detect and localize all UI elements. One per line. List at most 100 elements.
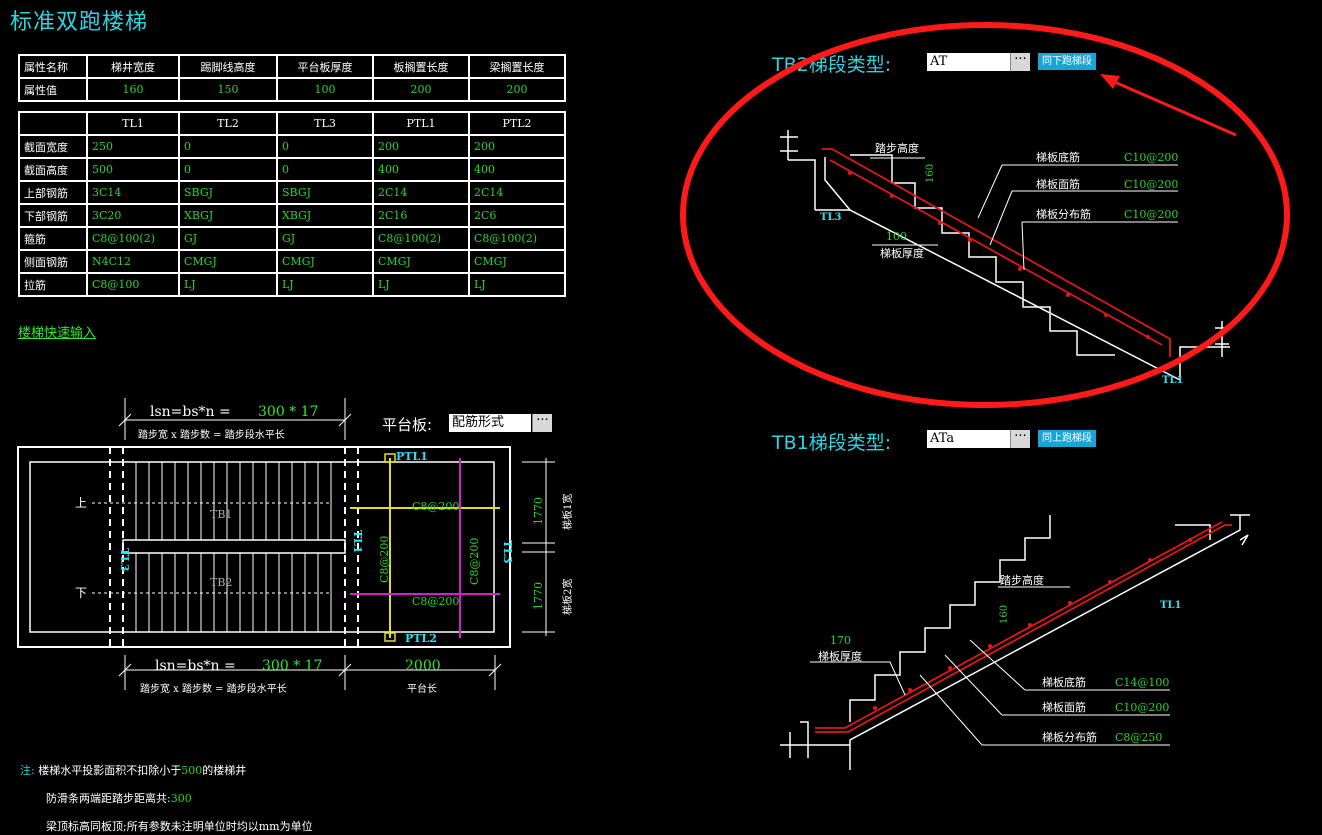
tb2-dist-rebar-value[interactable]: C10@200 xyxy=(1124,208,1178,221)
rebar-label: C8@200 xyxy=(412,500,459,513)
tb2-right-beam-label: TL1 xyxy=(1162,375,1183,386)
platform-label: 平台板: xyxy=(382,416,433,434)
tl3-left-label: TL3 xyxy=(118,548,131,572)
beam-cell[interactable]: 200 xyxy=(468,134,566,159)
beam-cell[interactable]: CMGJ xyxy=(276,249,374,274)
tb1-type-select[interactable]: ATa xyxy=(927,430,1012,448)
beam-cell[interactable]: LJ xyxy=(276,272,374,297)
attr-value-cell[interactable]: 100 xyxy=(276,77,374,102)
attr-value-cell[interactable]: 200 xyxy=(468,77,566,102)
tb2-section-drawing: 踏步高度 160 梯板底筋 C10@200 梯板面筋 C10@200 梯板分布筋… xyxy=(780,130,1230,386)
beam-cell[interactable]: 0 xyxy=(276,157,374,182)
beam-cell[interactable]: 2C14 xyxy=(468,180,566,205)
same-as-upper-flight-button[interactable]: 同上跑梯段 xyxy=(1038,430,1096,447)
attr-value-cell[interactable]: 150 xyxy=(178,77,278,102)
tb2-top-rebar-value[interactable]: C10@200 xyxy=(1124,178,1178,191)
beam-cell[interactable]: LJ xyxy=(468,272,566,297)
table-row: 上部钢筋 3C14 SBGJ SBGJ 2C14 2C14 xyxy=(18,180,566,205)
beam-table: TL1 TL2 TL3 PTL1 PTL2 截面宽度 250 0 0 200 2… xyxy=(18,111,566,297)
tb1-bottom-rebar-label: 梯板底筋 xyxy=(1042,675,1086,689)
tb2-type-select[interactable]: AT xyxy=(927,53,1012,71)
beam-cell[interactable]: LJ xyxy=(178,272,278,297)
beam-cell[interactable]: 400 xyxy=(468,157,566,182)
tb2-thickness-label: 梯板厚度 xyxy=(880,246,924,260)
width2-value: 1770 xyxy=(532,582,545,610)
beam-cell[interactable]: 2C6 xyxy=(468,203,566,228)
beam-cell[interactable]: CMGJ xyxy=(372,249,470,274)
beam-header: PTL1 xyxy=(372,111,470,136)
platform-more-button[interactable]: ··· xyxy=(532,414,552,432)
bottom-formula-value: 300 * 17 xyxy=(262,658,322,674)
beam-cell[interactable]: N4C12 xyxy=(86,249,180,274)
top-formula-value: 300 * 17 xyxy=(258,404,318,420)
beam-cell[interactable]: 2C14 xyxy=(372,180,470,205)
row-label: 下部钢筋 xyxy=(18,203,88,228)
platform-length-value: 2000 xyxy=(405,658,441,674)
beam-cell[interactable]: 3C20 xyxy=(86,203,180,228)
same-as-lower-flight-button[interactable]: 同下跑梯段 xyxy=(1038,53,1096,70)
bottom-formula-note: 踏步宽 x 踏步数 = 踏步段水平长 xyxy=(140,682,287,695)
tb2-type-label: TB2梯段类型: xyxy=(772,54,892,76)
tb1-dist-rebar-value[interactable]: C8@250 xyxy=(1115,731,1162,744)
beam-cell[interactable]: CMGJ xyxy=(178,249,278,274)
tb2-type-more-button[interactable]: ··· xyxy=(1010,53,1030,71)
beam-cell[interactable]: C8@100(2) xyxy=(86,226,180,251)
attr-value-cell[interactable]: 200 xyxy=(372,77,470,102)
beam-cell[interactable]: GJ xyxy=(276,226,374,251)
beam-cell[interactable]: 0 xyxy=(178,134,278,159)
tb2-left-beam-label: TL3 xyxy=(820,212,841,223)
tb1-thickness-value[interactable]: 170 xyxy=(830,634,851,647)
beam-cell[interactable]: 0 xyxy=(276,134,374,159)
attr-value-cell[interactable]: 160 xyxy=(86,77,180,102)
tb2-thickness-value[interactable]: 100 xyxy=(886,230,907,243)
beam-cell[interactable]: CMGJ xyxy=(468,249,566,274)
tb1-step-height-value: 160 xyxy=(999,605,1010,624)
beam-cell[interactable]: 500 xyxy=(86,157,180,182)
beam-cell[interactable]: 0 xyxy=(178,157,278,182)
tb1-top-rebar-label: 梯板面筋 xyxy=(1042,700,1086,714)
width1-label: 梯板1宽 xyxy=(561,494,574,530)
beam-cell[interactable]: 3C14 xyxy=(86,180,180,205)
beam-header: TL1 xyxy=(86,111,180,136)
beam-cell[interactable]: C8@100 xyxy=(86,272,180,297)
attribute-table: 属性名称 梯井宽度 踢脚线高度 平台板厚度 板搁置长度 梁搁置长度 属性值 16… xyxy=(18,54,566,102)
row-label: 箍筋 xyxy=(18,226,88,251)
tb1-top-rebar-value[interactable]: C10@200 xyxy=(1115,701,1169,714)
beam-cell[interactable]: GJ xyxy=(178,226,278,251)
tb2-bottom-rebar-value[interactable]: C10@200 xyxy=(1124,151,1178,164)
tb1-step-height-label: 踏步高度 xyxy=(1000,573,1044,587)
beam-cell[interactable]: 200 xyxy=(372,134,470,159)
beam-cell[interactable]: SBGJ xyxy=(178,180,278,205)
beam-cell[interactable]: SBGJ xyxy=(276,180,374,205)
rebar-label: C8@200 xyxy=(378,536,391,583)
attr-platform-thickness: 平台板厚度 xyxy=(276,54,374,79)
tb2-step-height-value: 160 xyxy=(925,164,936,183)
note-text: 的楼梯井 xyxy=(202,764,247,777)
note-text: 防滑条两端距踏步距离共: xyxy=(46,792,171,805)
platform-form-select[interactable]: 配筋形式 xyxy=(449,414,531,432)
ptl2-label: PTL2 xyxy=(405,632,437,645)
top-formula-prefix: lsn=bs*n = xyxy=(150,404,231,420)
table-row: 截面宽度 250 0 0 200 200 xyxy=(18,134,566,159)
attr-skirting-height: 踢脚线高度 xyxy=(178,54,278,79)
down-label: 下 xyxy=(75,586,87,600)
row-label: 侧面钢筋 xyxy=(18,249,88,274)
note-line-2: 防滑条两端距踏步距离共:300 xyxy=(46,790,192,806)
beam-cell[interactable]: 400 xyxy=(372,157,470,182)
quick-input-link[interactable]: 楼梯快速输入 xyxy=(18,326,97,341)
tb1-bottom-rebar-value[interactable]: C14@100 xyxy=(1115,676,1169,689)
note-value[interactable]: 300 xyxy=(170,792,192,805)
bottom-formula-prefix: lsn=bs*n = xyxy=(155,658,236,674)
beam-cell[interactable]: 250 xyxy=(86,134,180,159)
tb1-type-more-button[interactable]: ··· xyxy=(1010,430,1030,448)
note-value[interactable]: 500 xyxy=(181,764,203,777)
beam-cell[interactable]: XBGJ xyxy=(178,203,278,228)
tb2-dist-rebar-label: 梯板分布筋 xyxy=(1036,207,1091,221)
beam-cell[interactable]: XBGJ xyxy=(276,203,374,228)
up-label: 上 xyxy=(75,496,87,510)
tb1-thickness-label: 梯板厚度 xyxy=(818,649,862,663)
beam-cell[interactable]: C8@100(2) xyxy=(372,226,470,251)
beam-cell[interactable]: 2C16 xyxy=(372,203,470,228)
beam-cell[interactable]: LJ xyxy=(372,272,470,297)
beam-cell[interactable]: C8@100(2) xyxy=(468,226,566,251)
